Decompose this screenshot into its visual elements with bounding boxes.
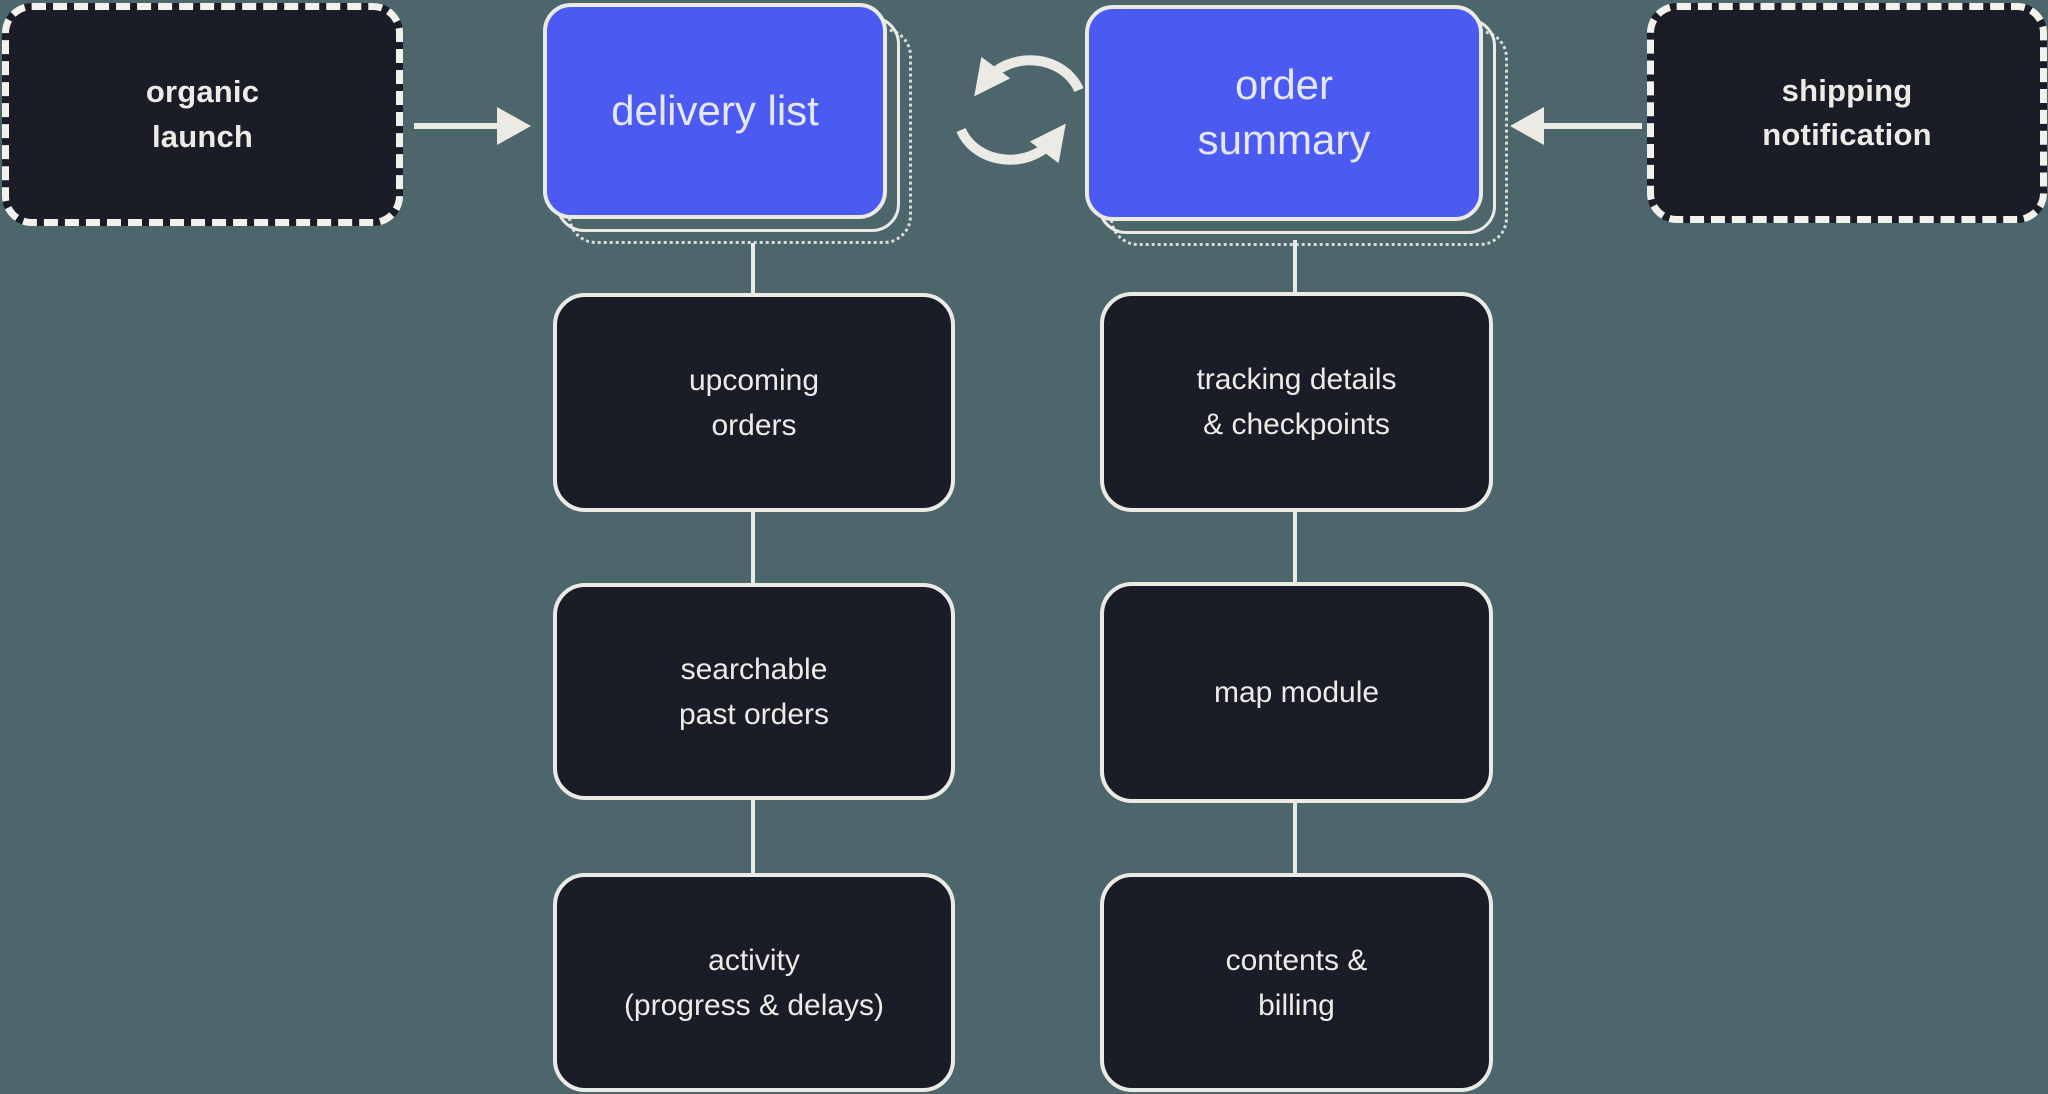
node-searchable-past-orders-label: searchable past orders	[678, 652, 830, 731]
node-delivery-list-label: delivery list	[611, 86, 819, 134]
node-order-summary-label: order summary	[1197, 61, 1371, 163]
node-upcoming-orders: upcoming orders	[553, 293, 955, 512]
node-map-module: map module	[1100, 582, 1493, 803]
connector-delivery-to-upcoming	[751, 243, 755, 294]
node-organic-launch-label: organic launch	[145, 74, 260, 154]
connector-searchable-to-activity	[751, 799, 755, 874]
node-activity-progress-delays-label: activity (progress & delays)	[623, 943, 885, 1022]
connector-map-to-contents	[1293, 802, 1297, 874]
node-shipping-notification-label: shipping notification	[1762, 72, 1932, 152]
connector-order-to-tracking	[1293, 240, 1297, 293]
node-contents-billing-label: contents & billing	[1225, 943, 1368, 1022]
node-map-module-label: map module	[1213, 676, 1380, 709]
node-order-summary: order summary	[1085, 5, 1483, 221]
arrow-shipping-to-order-line	[1543, 123, 1642, 129]
sync-icon	[956, 55, 1084, 165]
node-tracking-details-checkpoints-label: tracking details & checkpoints	[1196, 363, 1397, 441]
arrow-right-icon	[497, 107, 531, 145]
node-delivery-list: delivery list	[543, 3, 887, 219]
node-organic-launch: organic launch	[2, 3, 403, 226]
node-activity-progress-delays: activity (progress & delays)	[553, 873, 955, 1092]
arrow-left-icon	[1510, 107, 1544, 145]
arrow-organic-to-delivery-line	[414, 123, 500, 129]
node-tracking-details-checkpoints: tracking details & checkpoints	[1100, 292, 1493, 512]
node-upcoming-orders-label: upcoming orders	[688, 363, 820, 442]
node-searchable-past-orders: searchable past orders	[553, 583, 955, 800]
connector-upcoming-to-searchable	[751, 511, 755, 584]
connector-tracking-to-map	[1293, 511, 1297, 583]
node-shipping-notification: shipping notification	[1647, 3, 2047, 223]
node-contents-billing: contents & billing	[1100, 873, 1493, 1092]
